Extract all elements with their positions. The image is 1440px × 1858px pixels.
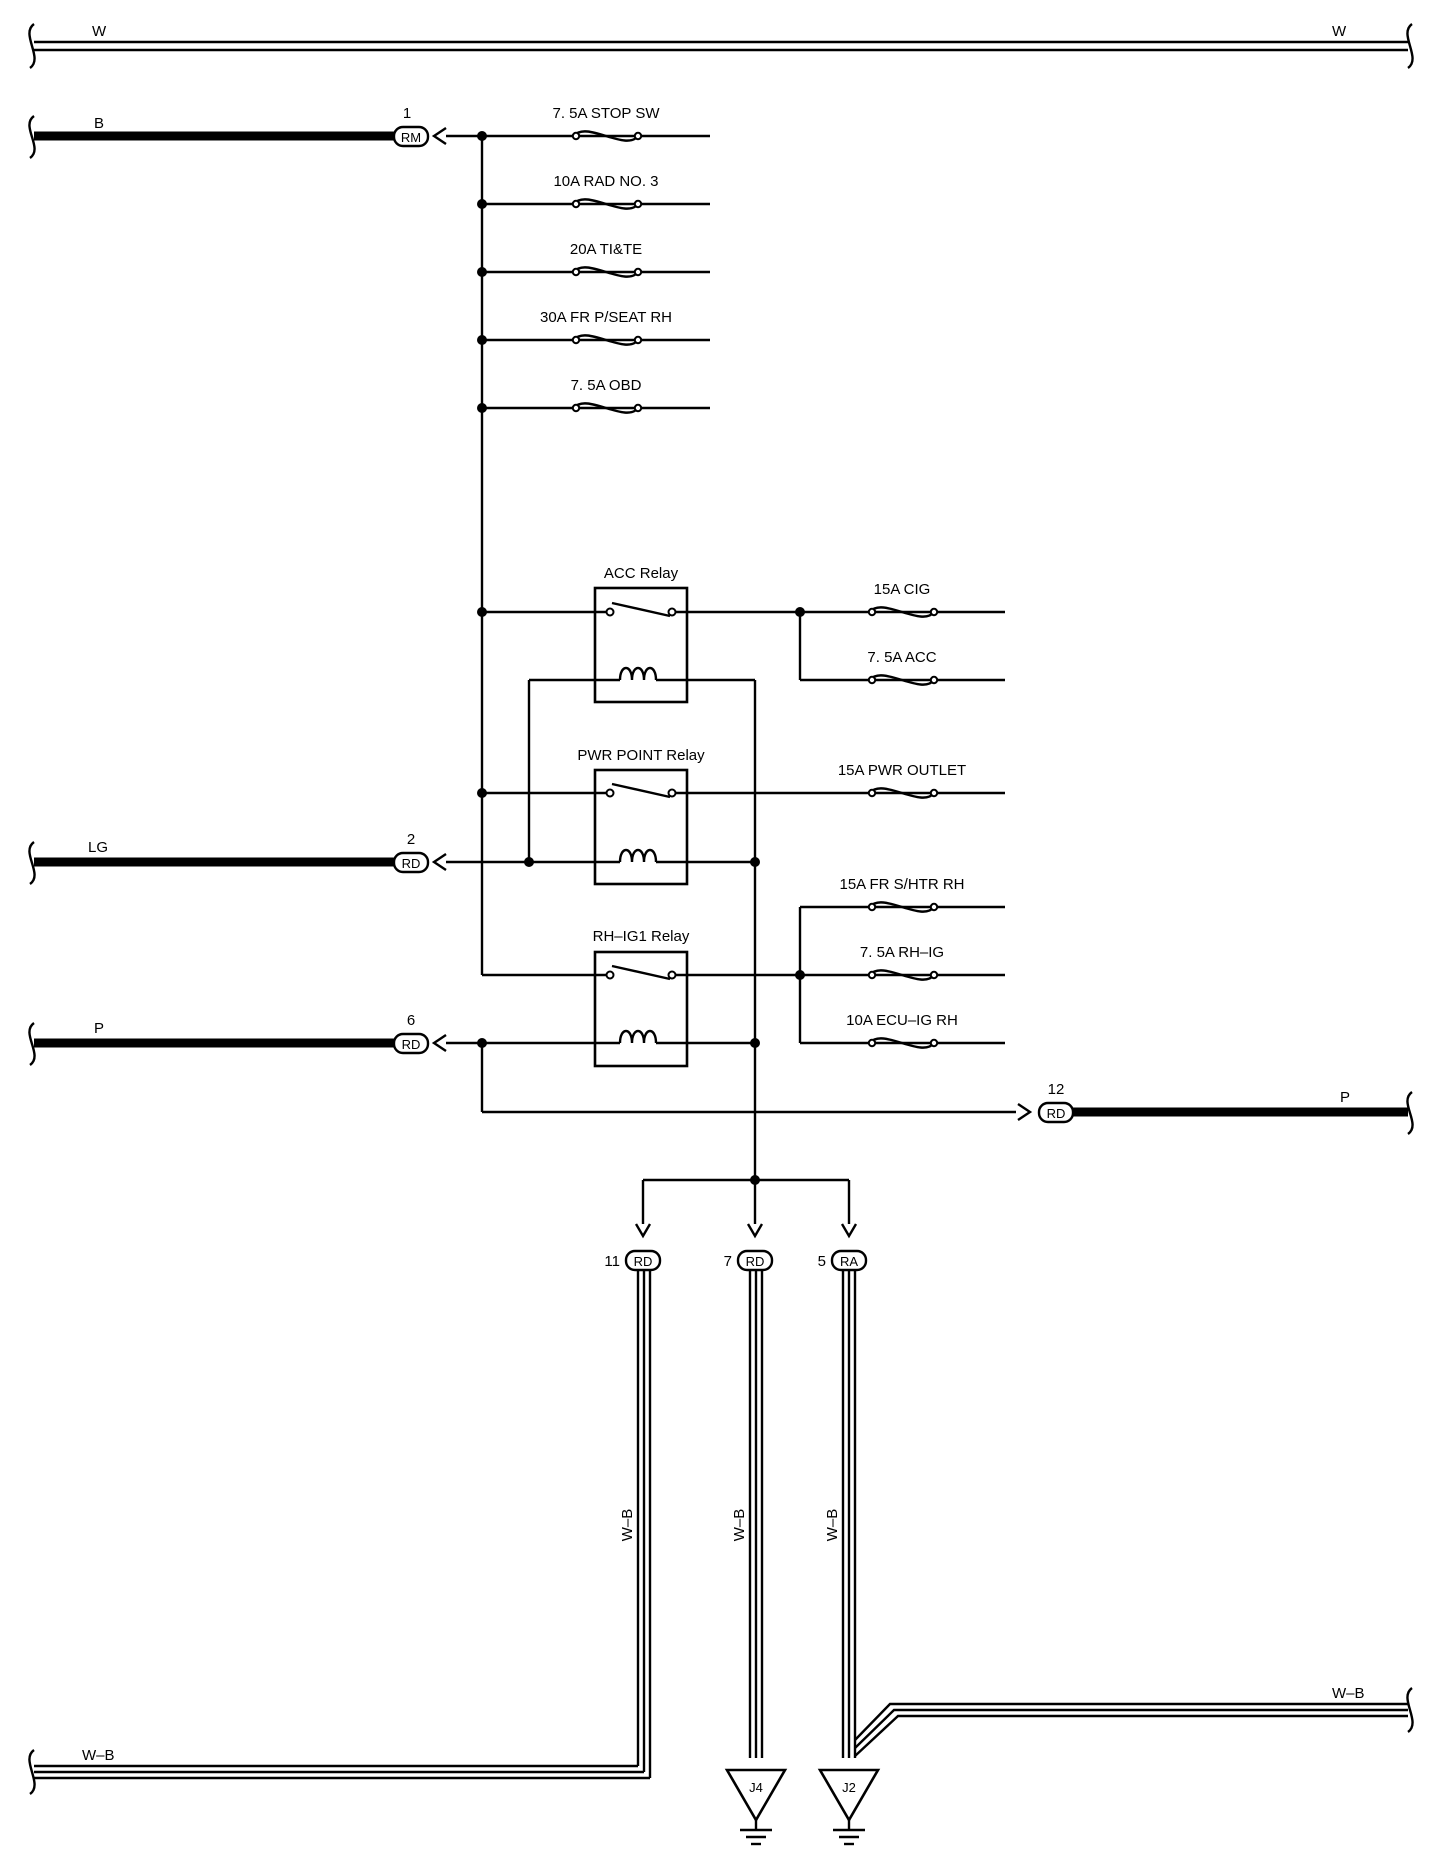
wire-label-wb-bottom-left: W–B <box>82 1747 115 1764</box>
wire-label-wb-7: W–B <box>731 1509 748 1542</box>
connector-7-rd: 7 RD <box>724 1249 774 1272</box>
connector-pin-6: 6 <box>407 1012 415 1029</box>
wire-label-p-right: P <box>1340 1089 1350 1106</box>
relay-label-pwr-point: PWR POINT Relay <box>577 747 705 764</box>
ground-label-j2: J2 <box>842 1780 856 1795</box>
wire-b: B <box>28 115 396 159</box>
wire-label-w-left: W <box>92 23 107 40</box>
fuse-label-cig: 15A CIG <box>874 581 931 598</box>
ground-distribution <box>634 1175 858 1239</box>
wire-wb-7: W–B <box>731 1270 764 1758</box>
fuse-label-rh-ig: 7. 5A RH–IG <box>860 944 944 961</box>
fuse-label-acc: 7. 5A ACC <box>867 649 936 666</box>
relay-pwr-point: PWR POINT Relay <box>446 747 1005 886</box>
connector-code-rd-2: RD <box>402 856 421 871</box>
connector-pin-1: 1 <box>403 105 411 122</box>
fuse-ti-te: 20A TI&TE <box>482 241 710 278</box>
connector-code-rm: RM <box>401 130 421 145</box>
wire-p-right: 12 RD P <box>480 1043 1414 1135</box>
fuse-label-stop-sw: 7. 5A STOP SW <box>553 105 661 122</box>
fuse-fr-pseat-rh: 30A FR P/SEAT RH <box>482 309 710 346</box>
connector-pin-7: 7 <box>724 1253 732 1270</box>
wire-p-left: P <box>28 1020 396 1066</box>
ground-label-j4: J4 <box>749 1780 763 1795</box>
fuse-label-ti-te: 20A TI&TE <box>570 241 642 258</box>
wire-wb-bottom-right: W–B <box>854 1685 1414 1757</box>
wire-label-lg: LG <box>88 839 108 856</box>
fuse-label-fr-pseat-rh: 30A FR P/SEAT RH <box>540 309 672 326</box>
connector-code-ra-5: RA <box>840 1254 858 1269</box>
connector-pin-12: 12 <box>1048 1081 1065 1098</box>
fuse-pwr-outlet: 15A PWR OUTLET <box>838 762 966 799</box>
fuse-group-acc: 15A CIG 7. 5A ACC <box>795 581 1005 686</box>
fuse-stop-sw: 7. 5A STOP SW <box>482 105 710 142</box>
wire-label-p-left: P <box>94 1020 104 1037</box>
connector-code-rd-6: RD <box>402 1037 421 1052</box>
connector-6-rd: 6 RD <box>392 1012 447 1055</box>
connector-code-rd-12: RD <box>1047 1106 1066 1121</box>
fuse-label-rad-no3: 10A RAD NO. 3 <box>553 173 658 190</box>
fuse-obd: 7. 5A OBD <box>482 377 710 414</box>
connector-pin-2: 2 <box>407 831 415 848</box>
relay-rh-ig1: RH–IG1 Relay <box>446 928 800 1068</box>
relay-label-acc: ACC Relay <box>604 565 679 582</box>
fuse-group-rh-ig: 15A FR S/HTR RH 7. 5A RH–IG 10A ECU–IG R… <box>795 876 1005 1049</box>
ground-j2: J2 <box>817 1768 881 1846</box>
fuse-label-fr-shtr-rh: 15A FR S/HTR RH <box>839 876 964 893</box>
wire-label-wb-11: W–B <box>619 1509 636 1542</box>
wire-wb-5: W–B <box>824 1270 857 1758</box>
fuse-label-obd: 7. 5A OBD <box>571 377 642 394</box>
ground-j4: J4 <box>724 1768 788 1846</box>
relay-acc: ACC Relay <box>477 565 800 704</box>
connector-code-rd-11: RD <box>634 1254 653 1269</box>
wire-label-wb-bottom-right: W–B <box>1332 1685 1365 1702</box>
relay-label-rh-ig1: RH–IG1 Relay <box>593 928 690 945</box>
fuse-label-pwr-outlet: 15A PWR OUTLET <box>838 762 966 779</box>
wire-label-b: B <box>94 115 104 132</box>
wire-wb-bottom-left: W–B <box>28 1747 650 1795</box>
connector-pin-11: 11 <box>604 1253 620 1270</box>
fuse-group-upper: 7. 5A STOP SW 10A RAD NO. 3 20A TI&TE 30… <box>477 105 710 414</box>
fuse-rad-no3: 10A RAD NO. 3 <box>482 173 710 210</box>
connector-2-rd: 2 RD <box>392 831 447 874</box>
connector-code-rd-7: RD <box>746 1254 765 1269</box>
wire-w-top: W W <box>28 23 1414 69</box>
wire-label-wb-5: W–B <box>824 1509 841 1542</box>
wire-lg: LG <box>28 839 396 885</box>
connector-pin-5: 5 <box>818 1253 826 1270</box>
connector-1-rm: 1 RM <box>392 105 447 148</box>
wire-wb-11: W–B <box>619 1270 652 1778</box>
fuse-label-ecu-ig-rh: 10A ECU–IG RH <box>846 1012 958 1029</box>
connector-11-rd: 11 RD <box>604 1249 662 1272</box>
wire-label-w-right: W <box>1332 23 1347 40</box>
connector-5-ra: 5 RA <box>818 1249 868 1272</box>
